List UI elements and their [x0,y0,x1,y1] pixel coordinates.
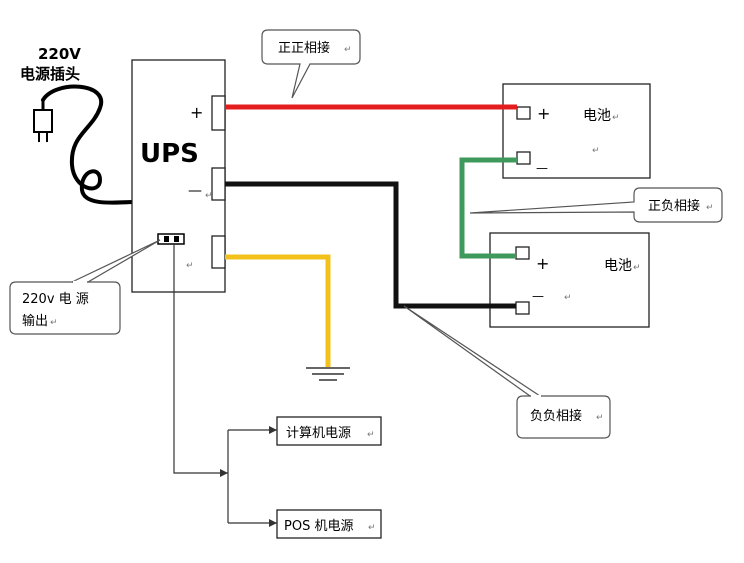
battery-bottom-minus-label: — [532,289,544,303]
para-mark: ↵ [706,203,714,213]
ups-negative-terminal [211,167,226,201]
callout-ups-output-line1: 220v 电 源 [22,292,89,307]
ground-wire [225,254,331,367]
ups-minus-label: — [188,183,202,199]
power-plug-icon [33,100,53,142]
ups-ground-terminal [211,235,226,269]
para-mark: ↵ [592,146,600,156]
ups-output-socket [157,233,185,245]
pos-power-box [276,509,382,539]
para-mark: ↵ [564,293,572,303]
negative-wire [225,181,516,309]
pos-power-label: POS 机电源 [284,519,353,534]
battery-top-plus-label: + [537,104,550,123]
para-mark: ↵ [368,523,376,533]
callout-positive-positive [261,29,361,99]
callout-ups-output-line2: 输出 [22,313,48,329]
battery-bottom-plus-label: + [536,254,549,273]
para-mark: ↵ [367,430,375,440]
callout-positive-positive-label: 正正相接 [278,40,330,56]
battery-bottom-negative-terminal [515,301,530,315]
plug-label-line1: 220V [38,45,81,63]
callout-positive-negative [469,187,723,223]
callout-negative-negative-label: 负负相接 [530,408,582,424]
battery-bottom [489,232,650,328]
para-mark: ↵ [205,191,213,201]
power-cord [41,84,134,205]
callout-ups-output [9,281,121,335]
battery-top-positive-terminal [516,106,531,120]
para-mark: ↵ [612,113,620,123]
plug-label-line2: 电源插头 [20,65,80,83]
para-mark: ↵ [50,318,58,328]
battery-link-wire [459,157,517,259]
battery-bottom-label: 电池 [604,258,632,274]
ups-positive-terminal [211,95,226,131]
battery-top-negative-terminal [516,151,531,165]
ups-label: UPS [140,139,199,169]
callout-positive-negative-label: 正负相接 [648,198,700,214]
para-mark: ↵ [186,261,194,271]
para-mark: ↵ [344,45,352,55]
battery-top-minus-label: — [536,161,548,175]
para-mark: ↵ [596,413,604,423]
ups-plus-label: + [190,103,203,122]
ups-unit [131,59,226,293]
output-distribution-lines [173,244,277,527]
battery-bottom-positive-terminal [515,246,530,260]
para-mark: ↵ [633,263,641,273]
callout-negative-negative [516,395,611,439]
computer-power-label: 计算机电源 [286,426,351,441]
computer-power-box [276,416,382,446]
ground-symbol-icon [306,367,350,381]
battery-top-label: 电池 [583,108,611,124]
